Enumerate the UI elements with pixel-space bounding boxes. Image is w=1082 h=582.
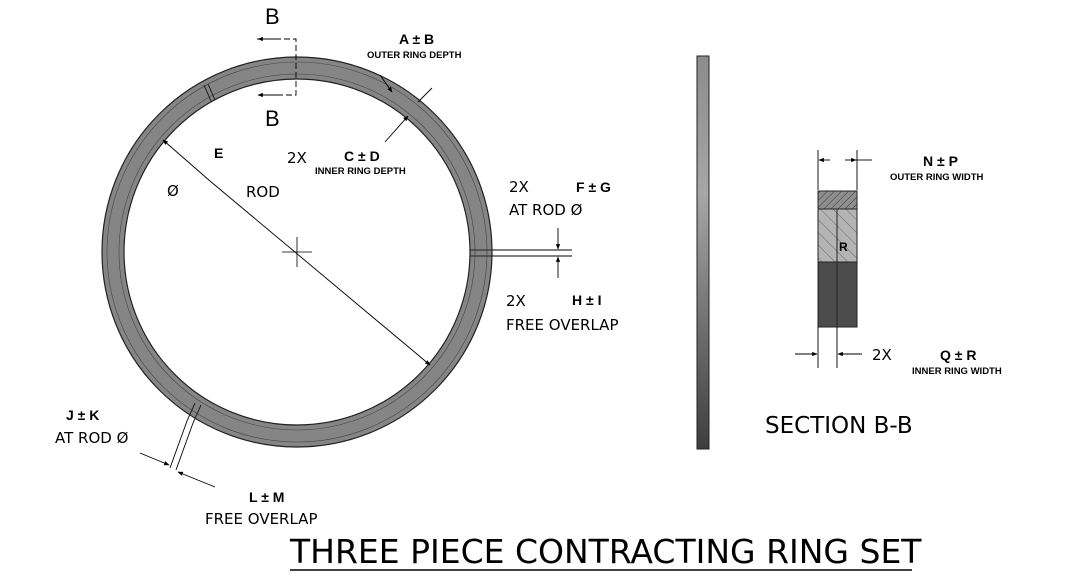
dim-outer-ring-width: N ± P OUTER RING WIDTH [817, 150, 984, 190]
section-region-letter: R [839, 240, 848, 254]
dim-inner-width-caption: INNER RING WIDTH [912, 366, 1002, 377]
dim-gap-right-value: F ± G [576, 179, 611, 195]
dim-gap-right-caption: AT ROD Ø [509, 201, 583, 219]
dim-rod-letter: E [214, 145, 223, 161]
dim-outer-width-caption: OUTER RING WIDTH [890, 172, 984, 183]
dim-overlap-left-value: L ± M [249, 489, 284, 505]
ring-outline-inner [123, 78, 471, 426]
dim-gap-left-caption: AT ROD Ø [55, 429, 129, 447]
dim-overlap-right-count: 2X [506, 292, 526, 310]
section-letter-bottom: B [265, 106, 280, 131]
dim-inner-width-value: Q ± R [940, 347, 976, 363]
dim-inner-ring-depth-count: 2X [287, 149, 307, 167]
dim-rod-symbol: Ø [167, 182, 179, 200]
drawing-title: THREE PIECE CONTRACTING RING SET [289, 532, 922, 571]
section-b-b-view: R SECTION B-B [765, 190, 913, 439]
dim-outer-width-value: N ± P [923, 153, 958, 169]
dim-gap-left-value: J ± K [66, 407, 99, 423]
ring-side-view [696, 55, 710, 450]
dim-overlap-right-value: H ± I [572, 292, 601, 308]
outer-ring [102, 57, 492, 447]
dim-inner-ring-depth: 2X C ± D INNER RING DEPTH [287, 115, 409, 177]
ring-groove-line [106, 61, 488, 443]
dim-gap-at-rod-right: 2X F ± G AT ROD Ø [492, 178, 611, 278]
dim-outer-ring-depth-caption: OUTER RING DEPTH [367, 50, 462, 61]
section-inner-ring-right [836, 261, 858, 328]
ring-front-view [101, 56, 493, 448]
dim-free-overlap-right: 2X H ± I FREE OVERLAP [506, 292, 619, 334]
dim-free-overlap-left: L ± M FREE OVERLAP [205, 489, 318, 528]
section-cut-marker: B B [257, 4, 297, 131]
dim-inner-width-count: 2X [872, 346, 892, 364]
section-letter-top: B [265, 4, 280, 29]
section-inner-ring-left [817, 261, 838, 328]
dim-gap-right-count: 2X [509, 178, 529, 196]
dim-overlap-left-caption: FREE OVERLAP [205, 510, 318, 528]
rod-diameter-line [162, 139, 211, 182]
dim-overlap-right-caption: FREE OVERLAP [506, 316, 619, 334]
dim-outer-ring-depth: A ± B OUTER RING DEPTH [367, 31, 462, 103]
ring-gap-top [207, 83, 216, 101]
ring-gap-top [203, 84, 212, 102]
ring-groove-line [118, 73, 476, 431]
dim-outer-ring-depth-value: A ± B [399, 31, 434, 47]
dim-inner-ring-depth-value: C ± D [344, 148, 380, 164]
dim-rod-caption: ROD [246, 183, 280, 201]
section-outer-ring-top [817, 190, 858, 210]
dim-gap-at-rod-left: J ± K AT ROD Ø [55, 407, 216, 488]
dim-inner-ring-width: 2X Q ± R INNER RING WIDTH [795, 327, 1002, 377]
section-view-label: SECTION B-B [765, 413, 913, 439]
dim-rod-diameter: E Ø ROD [167, 145, 280, 201]
rod-diameter-line [209, 180, 431, 366]
ring-outline-outer [101, 56, 493, 448]
ring-gap-bottom [192, 404, 202, 424]
dim-inner-ring-depth-caption: INNER RING DEPTH [315, 166, 406, 177]
ring-gap-bottom [186, 402, 196, 422]
